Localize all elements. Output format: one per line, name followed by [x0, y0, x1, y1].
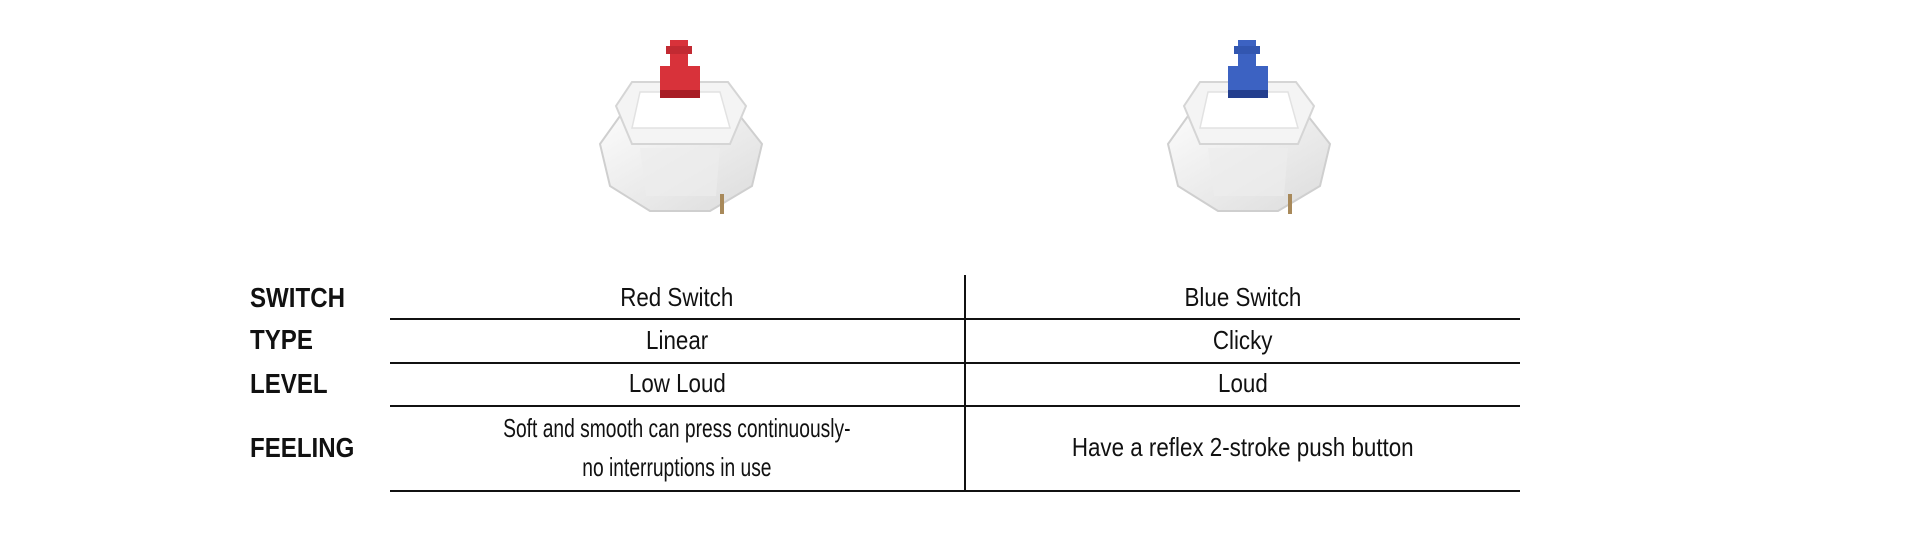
switch-comparison-table: SWITCH Red Switch Blue Switch TYPE Linea… — [250, 275, 1520, 492]
cell-blue-level: Loud — [1218, 368, 1268, 398]
feeling-red-line-2: no interruptions in use — [582, 451, 772, 482]
row-cells: Red Switch Blue Switch — [390, 275, 1520, 320]
cell-red-feeling: Soft and smooth can press continuously- … — [390, 405, 966, 490]
blue-switch-illustration — [1166, 40, 1332, 214]
blue-stem-shadow — [1228, 90, 1268, 98]
cell-red-switch: Red Switch — [390, 275, 966, 318]
red-switch-illustration — [598, 40, 764, 214]
red-stem-cross — [670, 40, 688, 70]
row-cells: Linear Clicky — [390, 318, 1520, 364]
row-cells: Low Loud Loud — [390, 362, 1520, 407]
red-stem-shadow — [660, 90, 700, 98]
cell-blue-feeling: Have a reflex 2-stroke push button — [1072, 432, 1414, 462]
red-switch-image — [580, 36, 780, 226]
row-label-feeling: FEELING — [250, 431, 355, 463]
row-label-switch: SWITCH — [250, 281, 345, 313]
cell-red-level: Low Loud — [390, 362, 966, 405]
feeling-red-line-1: Soft and smooth can press continuously- — [503, 412, 851, 443]
table-row-type: TYPE Linear Clicky — [250, 318, 1520, 364]
table-row-feeling: FEELING Soft and smooth can press contin… — [250, 405, 1520, 492]
cell-blue-switch: Blue Switch — [1184, 282, 1302, 312]
table-row-level: LEVEL Low Loud Loud — [250, 362, 1520, 407]
row-label-type: TYPE — [250, 324, 313, 355]
blue-stem-cross — [1238, 40, 1256, 70]
row-label-level: LEVEL — [250, 367, 328, 399]
row-cells: Soft and smooth can press continuously- … — [390, 405, 1520, 492]
blue-switch-image — [1148, 36, 1348, 226]
table-row-switch: SWITCH Red Switch Blue Switch — [250, 275, 1520, 320]
cell-red-type: Linear — [390, 318, 966, 362]
cell-blue-type: Clicky — [1213, 324, 1273, 355]
